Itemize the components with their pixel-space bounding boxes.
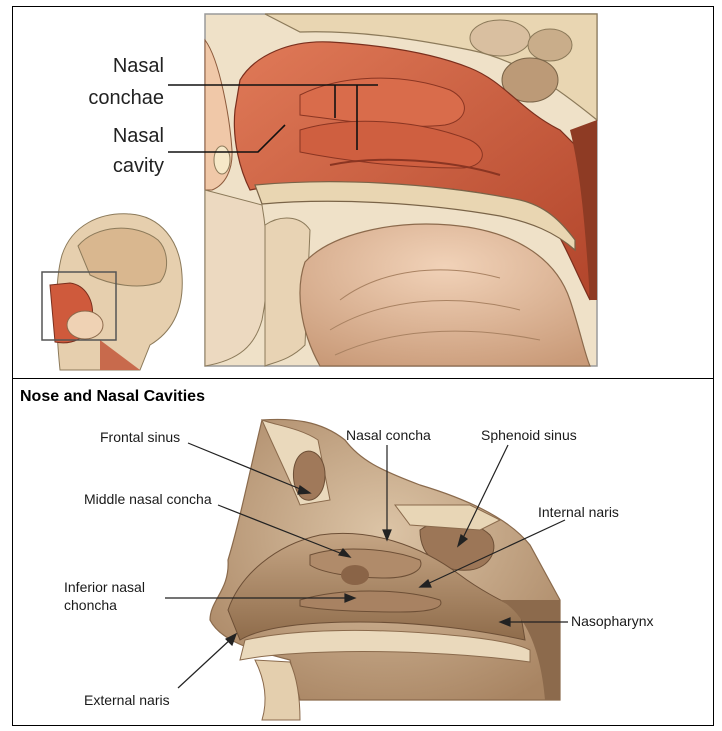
top-labels: Nasal conchae Nasal cavity (88, 55, 164, 177)
concha-shadow (341, 565, 369, 585)
leader-external-naris (178, 638, 232, 688)
nostril-cartilage (214, 146, 230, 174)
top-panel: Nasal conchae Nasal cavity (42, 14, 597, 370)
label-inferior-nasal-concha-line2: choncha (64, 597, 117, 613)
panel-title: Nose and Nasal Cavities (20, 388, 205, 405)
label-nasal-concha: Nasal concha (346, 427, 431, 443)
thumbnail-tongue (67, 311, 103, 339)
head-thumbnail (42, 214, 182, 370)
sinus-pocket-2 (528, 29, 572, 61)
sinus-pocket-1 (470, 20, 530, 56)
label-nasal-conchae-line2: conchae (88, 87, 164, 109)
label-internal-naris: Internal naris (538, 504, 619, 520)
label-nasal-cavity-line2: cavity (113, 155, 164, 177)
label-frontal-sinus: Frontal sinus (100, 429, 180, 445)
label-nasal-conchae-line1: Nasal (113, 55, 164, 77)
label-middle-nasal-concha: Middle nasal concha (84, 491, 212, 507)
label-nasal-cavity-line1: Nasal (113, 125, 164, 147)
bottom-panel: Nose and Nasal Cavities (20, 388, 654, 720)
label-nasopharynx: Nasopharynx (571, 613, 654, 629)
sepia-illustration (210, 419, 560, 720)
teeth-sepia (255, 660, 300, 720)
label-external-naris: External naris (84, 692, 170, 708)
label-sphenoid-sinus: Sphenoid sinus (481, 427, 577, 443)
sagittal-closeup-illustration (205, 14, 597, 366)
label-inferior-nasal-concha-line1: Inferior nasal (64, 579, 145, 595)
